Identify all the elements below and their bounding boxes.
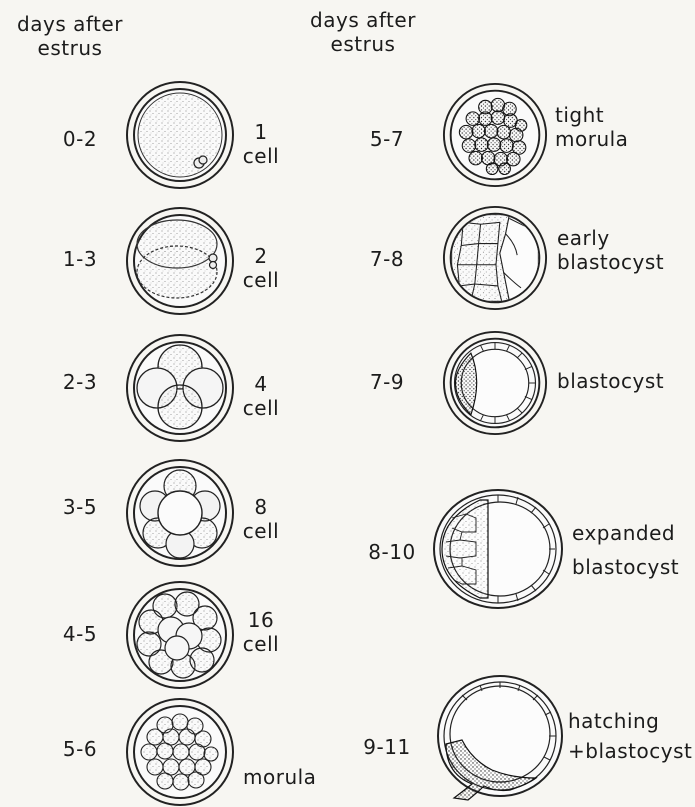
day-range-expanded-blastocyst: 8-10 — [352, 540, 432, 564]
right-header-line-2: estrus — [298, 32, 428, 56]
label-2-cell-line-2: cell — [236, 268, 286, 292]
embryo-tight-morula — [442, 82, 548, 188]
label-early-blastocyst-line-1: early — [557, 226, 664, 250]
right-header: days after estrus — [298, 8, 428, 56]
label-early-blastocyst: early blastocyst — [557, 226, 664, 274]
day-range-1-cell: 0-2 — [40, 127, 120, 151]
label-hatching-blastocyst-line-1: hatching — [568, 706, 692, 736]
label-4-cell-line-1: 4 — [236, 372, 286, 396]
day-range-early-blastocyst: 7-8 — [347, 247, 427, 271]
label-4-cell: 4 cell — [236, 372, 286, 420]
embryo-early-blastocyst — [442, 205, 548, 311]
label-tight-morula: tight morula — [555, 103, 628, 151]
day-range-tight-morula: 5-7 — [347, 127, 427, 151]
label-8-cell: 8 cell — [236, 495, 286, 543]
label-1-cell-line-1: 1 — [236, 120, 286, 144]
embryo-16-cell — [125, 580, 235, 690]
embryo-expanded-blastocyst — [432, 488, 564, 610]
label-tight-morula-line-1: tight — [555, 103, 628, 127]
label-expanded-blastocyst-line-1: expanded — [572, 516, 679, 550]
day-range-2-cell: 1-3 — [40, 247, 120, 271]
label-blastocyst: blastocyst — [557, 369, 664, 393]
label-4-cell-line-2: cell — [236, 396, 286, 420]
day-range-16-cell: 4-5 — [40, 622, 120, 646]
day-range-4-cell: 2-3 — [40, 370, 120, 394]
label-expanded-blastocyst: expanded blastocyst — [572, 516, 679, 584]
embryo-4-cell — [125, 333, 235, 443]
label-1-cell: 1 cell — [236, 120, 286, 168]
embryo-blastocyst — [442, 330, 548, 436]
day-range-8-cell: 3-5 — [40, 495, 120, 519]
label-2-cell: 2 cell — [236, 244, 286, 292]
right-header-line-1: days after — [298, 8, 428, 32]
label-hatching-blastocyst-line-2: +blastocyst — [568, 736, 692, 766]
embryo-8-cell — [125, 458, 235, 568]
label-16-cell-line-1: 16 — [236, 608, 286, 632]
left-header-line-1: days after — [5, 12, 135, 36]
label-blastocyst-line-1: blastocyst — [557, 369, 664, 393]
embryo-1-cell — [125, 80, 235, 190]
embryo-morula — [125, 697, 235, 807]
left-header: days after estrus — [5, 12, 135, 60]
day-range-morula: 5-6 — [40, 737, 120, 761]
label-early-blastocyst-line-2: blastocyst — [557, 250, 664, 274]
day-range-hatching-blastocyst: 9-11 — [347, 735, 427, 759]
label-hatching-blastocyst: hatching +blastocyst — [568, 706, 692, 766]
label-1-cell-line-2: cell — [236, 144, 286, 168]
label-morula: morula — [243, 765, 316, 789]
embryo-2-cell — [125, 206, 235, 316]
label-expanded-blastocyst-line-2: blastocyst — [572, 550, 679, 584]
day-range-blastocyst: 7-9 — [347, 370, 427, 394]
label-2-cell-line-1: 2 — [236, 244, 286, 268]
label-16-cell: 16 cell — [236, 608, 286, 656]
label-16-cell-line-2: cell — [236, 632, 286, 656]
left-header-line-2: estrus — [5, 36, 135, 60]
label-8-cell-line-2: cell — [236, 519, 286, 543]
label-morula-line-1: morula — [243, 765, 316, 789]
label-8-cell-line-1: 8 — [236, 495, 286, 519]
label-tight-morula-line-2: morula — [555, 127, 628, 151]
embryo-hatching-blastocyst — [432, 674, 564, 802]
